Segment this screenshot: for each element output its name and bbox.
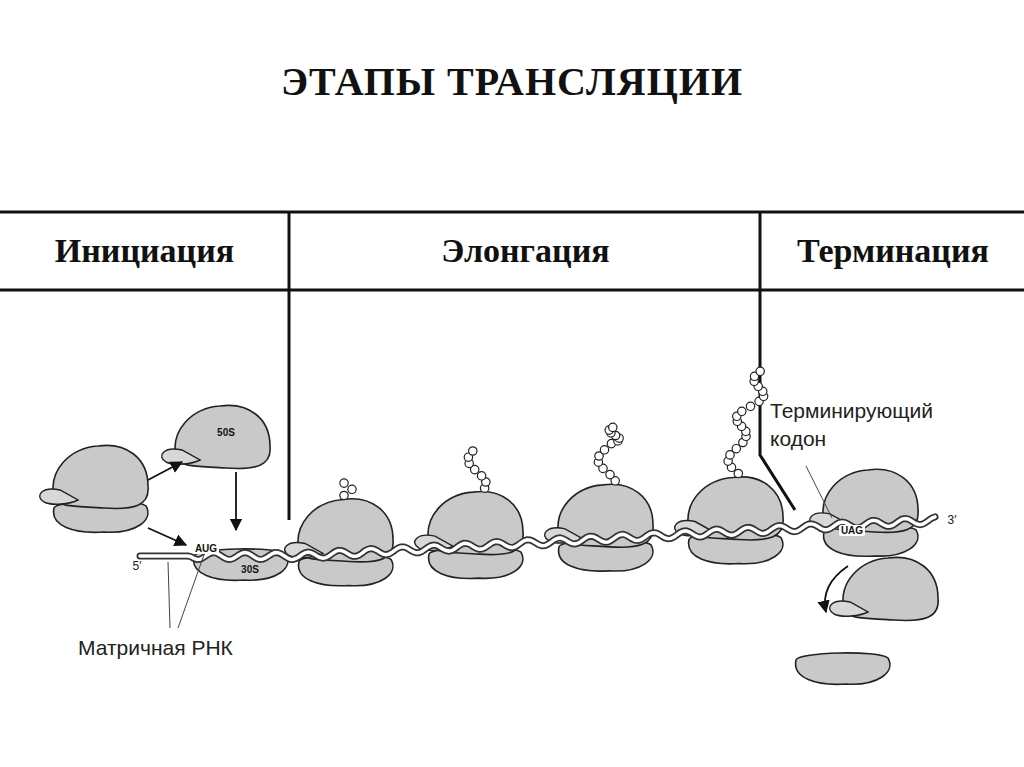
- amino-acid-bead: [756, 367, 764, 375]
- stage-divider: [288, 212, 291, 520]
- diagram-title-text: ЭТАПЫ ТРАНСЛЯЦИИ: [281, 59, 743, 104]
- translating-ribosome: [675, 477, 784, 564]
- subunit-lobe: [830, 601, 868, 616]
- callout-label: Терминирующий кодон: [770, 397, 975, 454]
- strand-end: 5′: [133, 559, 142, 573]
- polypeptide-chains: [340, 367, 768, 500]
- leader-line: [806, 466, 832, 518]
- amino-acid-bead: [734, 469, 742, 477]
- free-ribosome: [40, 445, 149, 532]
- mrna-outline: [140, 517, 935, 560]
- terminating-ribosome: [810, 469, 919, 556]
- subunit-label: 30S: [241, 564, 259, 575]
- stage-header: Элонгация: [291, 214, 760, 288]
- leader-line: [168, 562, 170, 628]
- strand-end-text: 3′: [948, 513, 957, 527]
- amino-acid-bead: [600, 446, 608, 454]
- amino-acid-bead: [340, 479, 348, 487]
- strand-end: 3′: [948, 513, 957, 527]
- assembly-arrow: [148, 462, 182, 480]
- codon-label: UAG: [839, 525, 865, 536]
- amino-acid-bead: [746, 402, 754, 410]
- amino-acid-bead: [732, 445, 740, 453]
- release-arrow: [825, 566, 848, 612]
- translating-ribosome: [285, 499, 394, 586]
- stage-header-text: Терминация: [797, 232, 989, 270]
- assembly-arrow: [235, 472, 237, 530]
- assembly-arrow: [148, 528, 186, 545]
- codon-label-text: UAG: [839, 525, 865, 536]
- subunit-lobe: [40, 489, 78, 504]
- large-subunit-50s: [162, 405, 271, 468]
- stage-header: Терминация: [762, 214, 1024, 288]
- amino-acid-bead: [348, 485, 356, 493]
- amino-acid-bead: [606, 470, 614, 478]
- small-subunit: [796, 653, 890, 684]
- table-rule: [0, 289, 1024, 292]
- stage-header-text: Инициация: [55, 232, 234, 270]
- mrna-fill: [140, 517, 935, 560]
- amino-acid-bead: [469, 447, 477, 455]
- amino-acid-bead: [477, 472, 485, 480]
- codon-label-text: AUG: [193, 543, 219, 554]
- callout-label-text: Терминирующий кодон: [770, 399, 933, 450]
- stage-header: Инициация: [0, 214, 289, 288]
- codon-label: AUG: [193, 543, 219, 554]
- amino-acid-bead: [738, 407, 746, 415]
- callout-label-text: Матричная РНК: [78, 636, 233, 659]
- mrna-strand: [140, 517, 935, 560]
- stage-divider: [760, 212, 795, 510]
- table-rule: [0, 211, 1024, 214]
- callout-label: Матричная РНК: [78, 634, 233, 662]
- translating-ribosome: [415, 492, 524, 579]
- subunit-label: 50S: [217, 427, 235, 438]
- amino-acid-bead: [340, 491, 348, 499]
- subunit-label-text: 50S: [217, 427, 235, 438]
- amino-acid-bead: [609, 423, 617, 431]
- released-small-subunit: [796, 653, 890, 684]
- stage-header-text: Элонгация: [441, 232, 609, 270]
- subunit-label-text: 30S: [241, 564, 259, 575]
- leader-line: [178, 552, 205, 628]
- diagram-title: ЭТАПЫ ТРАНСЛЯЦИИ: [0, 58, 1024, 105]
- translating-ribosome: [545, 484, 654, 571]
- strand-end-text: 5′: [133, 559, 142, 573]
